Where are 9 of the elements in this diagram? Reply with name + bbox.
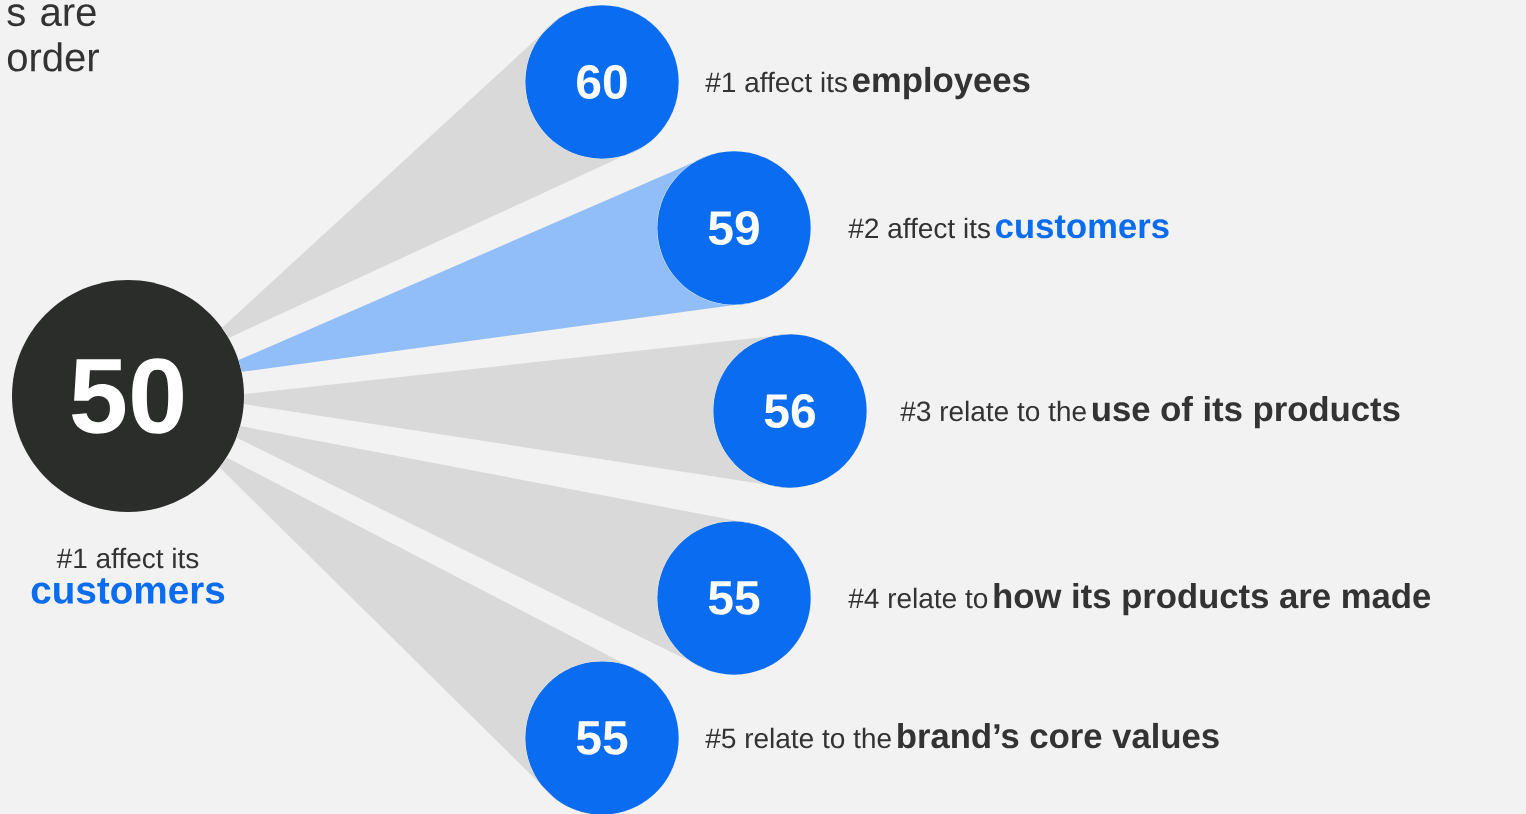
keyword-text: customers [31,578,225,604]
item-caption: #5 relate to the brand’s core values [705,722,1219,749]
wedge-connector [236,426,759,672]
caption-text: #1 affect its [56,547,199,569]
item-caption: #3 relate to the use of its products [900,395,1400,429]
note-text: s are order [7,4,99,72]
wedge-connector [238,153,755,372]
item-caption: #2 affect its customers [848,215,1169,239]
item-caption: #4 relate to how its products are made [848,582,1431,616]
